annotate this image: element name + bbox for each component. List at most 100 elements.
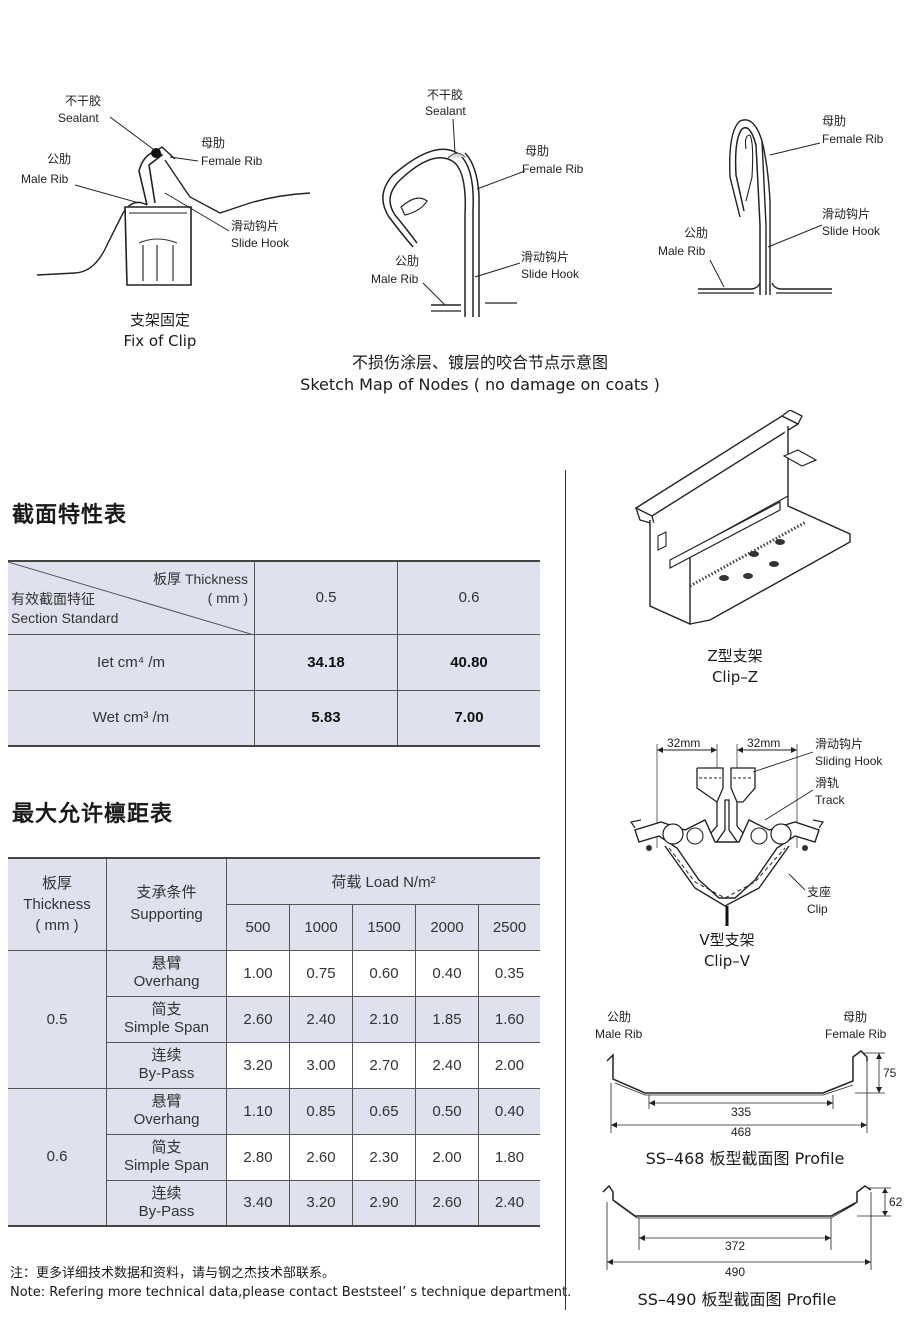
slide-hook-cn-label: 滑动钩片 xyxy=(822,207,870,221)
male-rib-en-label: Male Rib xyxy=(371,272,419,286)
female-rib-en-label: Female Rib xyxy=(201,154,263,168)
span-cell: 1.80 xyxy=(478,1133,540,1181)
span-cell: 0.65 xyxy=(352,1087,416,1135)
track-en-label: Track xyxy=(815,793,846,807)
support-en: By-Pass xyxy=(138,1202,195,1220)
profile-ss490-caption: SS–490 板型截面图 Profile xyxy=(637,1290,837,1309)
span-cell: 2.60 xyxy=(226,995,290,1043)
support-en: Overhang xyxy=(133,1111,200,1128)
cell-iet-05: 34.18 xyxy=(254,633,398,691)
group-thickness-05: 0.5 xyxy=(8,949,107,1089)
sealant-cn-label: 不干胶 xyxy=(65,93,101,108)
support-cn: 简支 xyxy=(151,1139,182,1156)
span-cell: 3.20 xyxy=(226,1041,290,1089)
clip-z-drawing xyxy=(634,410,851,626)
clip-en-label: Clip xyxy=(807,902,828,916)
span-cell: 2.60 xyxy=(415,1179,479,1227)
span-cell: 2.00 xyxy=(478,1041,540,1089)
header-thickness: 板厚 Thickness xyxy=(153,571,248,587)
female-rib-cn-label: 母肋 xyxy=(201,135,225,150)
inner-372: 372 xyxy=(725,1239,745,1253)
clip-z-caption-en: Clip–Z xyxy=(711,668,759,686)
column-divider xyxy=(565,470,566,1310)
profile-ss490-drawing: 62 372 490 xyxy=(602,1184,903,1279)
span-cell: 2.30 xyxy=(352,1133,416,1181)
cell-wet-06: 7.00 xyxy=(397,689,540,747)
female-rib-en-label: Female Rib xyxy=(822,132,884,146)
header-mm: ( mm ) xyxy=(207,590,248,606)
h-thickness-mm: ( mm ) xyxy=(35,916,79,934)
span-cell: 2.90 xyxy=(352,1179,416,1227)
male-rib-en-label: Male Rib xyxy=(21,172,69,186)
profile-ss468-drawing: 公肋 Male Rib 母肋 Female Rib 75 335 468 xyxy=(595,1009,897,1139)
h-load: 荷载 Load N/m² xyxy=(226,857,540,905)
height-75: 75 xyxy=(883,1066,897,1080)
support-cn: 简支 xyxy=(151,1001,182,1018)
male-rib-cn-label: 公肋 xyxy=(684,225,708,240)
load-1500: 1500 xyxy=(352,903,416,951)
clip-v-caption-cn: V型支架 xyxy=(699,931,755,949)
span-cell: 0.40 xyxy=(415,949,479,997)
span-cell: 2.40 xyxy=(478,1179,540,1227)
row-label-iet: Iet cm⁴ /m xyxy=(8,633,255,691)
span-cell: 0.75 xyxy=(289,949,353,997)
span-cell: 0.50 xyxy=(415,1087,479,1135)
span-cell: 2.40 xyxy=(415,1041,479,1089)
male-rib-en-label: Male Rib xyxy=(658,244,706,258)
section-table-title: 截面特性表 xyxy=(12,503,128,528)
span-cell: 1.10 xyxy=(226,1087,290,1135)
fix-of-clip-caption-cn: 支架固定 xyxy=(129,311,190,329)
slide-hook-en-label: Slide Hook xyxy=(822,224,881,238)
nodes-caption-en: Sketch Map of Nodes ( no damage on coats… xyxy=(300,375,660,394)
span-cell: 1.00 xyxy=(226,949,290,997)
span-cell: 2.00 xyxy=(415,1133,479,1181)
cell-iet-06: 40.80 xyxy=(397,633,540,691)
sealant-cn-label: 不干胶 xyxy=(427,87,463,102)
span-cell: 2.60 xyxy=(289,1133,353,1181)
dim-left-32mm: 32mm xyxy=(667,736,700,750)
female-rib-cn-label: 母肋 xyxy=(822,113,846,128)
sealant-en-label: Sealant xyxy=(58,111,99,125)
span-cell: 1.85 xyxy=(415,995,479,1043)
clip-z-caption-cn: Z型支架 xyxy=(707,647,763,665)
header-section-en: Section Standard xyxy=(11,609,119,626)
note-cn: 注：更多详细技术数据和资料，请与钢之杰技术部联系。 xyxy=(10,1266,336,1281)
load-2500: 2500 xyxy=(478,903,540,951)
female-rib-en-label: Female Rib xyxy=(825,1027,887,1041)
node-diagram-right: 母肋 Female Rib 滑动钩片 Slide Hook 公肋 Male Ri… xyxy=(658,113,884,295)
female-rib-cn-label: 母肋 xyxy=(843,1009,867,1024)
load-2000: 2000 xyxy=(415,903,479,951)
span-cell: 0.40 xyxy=(478,1087,540,1135)
male-rib-cn-label: 公肋 xyxy=(47,151,71,166)
nodes-caption-cn: 不损伤涂层、镀层的咬合节点示意图 xyxy=(351,353,608,372)
max-span-table: 板厚 Thickness ( mm ) 支承条件 Supporting 荷载 L… xyxy=(8,857,540,1227)
clip-cn-label: 支座 xyxy=(807,884,831,899)
sealant-en-label: Sealant xyxy=(425,104,466,118)
support-cn: 悬臂 xyxy=(151,955,182,972)
width-468: 468 xyxy=(731,1125,751,1139)
profile-ss468-caption: SS–468 板型截面图 Profile xyxy=(645,1149,845,1168)
section-properties-table: 板厚 Thickness ( mm ) 有效截面特征 Section Stand… xyxy=(8,560,540,747)
support-en: Simple Span xyxy=(123,1019,210,1036)
slide-hook-cn-label: 滑动钩片 xyxy=(521,250,569,264)
row-label-wet: Wet cm³ /m xyxy=(8,689,255,747)
h-thickness-cn: 板厚 xyxy=(41,874,72,892)
fix-of-clip-caption-en: Fix of Clip xyxy=(123,332,197,350)
group-thickness-06: 0.6 xyxy=(8,1087,107,1227)
col-thickness-05: 0.5 xyxy=(254,560,398,635)
load-1000: 1000 xyxy=(289,903,353,951)
span-cell: 2.10 xyxy=(352,995,416,1043)
male-rib-cn-label: 公肋 xyxy=(395,253,419,268)
male-rib-en-label: Male Rib xyxy=(595,1027,643,1041)
h-thickness-en: Thickness xyxy=(23,895,91,913)
clip-v-drawing: 32mm 32mm 滑动钩片 Sliding Hook 滑轨 Track 支座 … xyxy=(630,736,883,926)
span-cell: 0.60 xyxy=(352,949,416,997)
width-490: 490 xyxy=(725,1265,745,1279)
support-en: By-Pass xyxy=(138,1065,195,1082)
span-cell: 1.60 xyxy=(478,995,540,1043)
support-en: Overhang xyxy=(133,973,200,990)
track-cn-label: 滑轨 xyxy=(815,776,839,790)
node-diagram-middle: 不干胶 Sealant 母肋 Female Rib 公肋 Male Rib 滑动… xyxy=(371,87,584,317)
